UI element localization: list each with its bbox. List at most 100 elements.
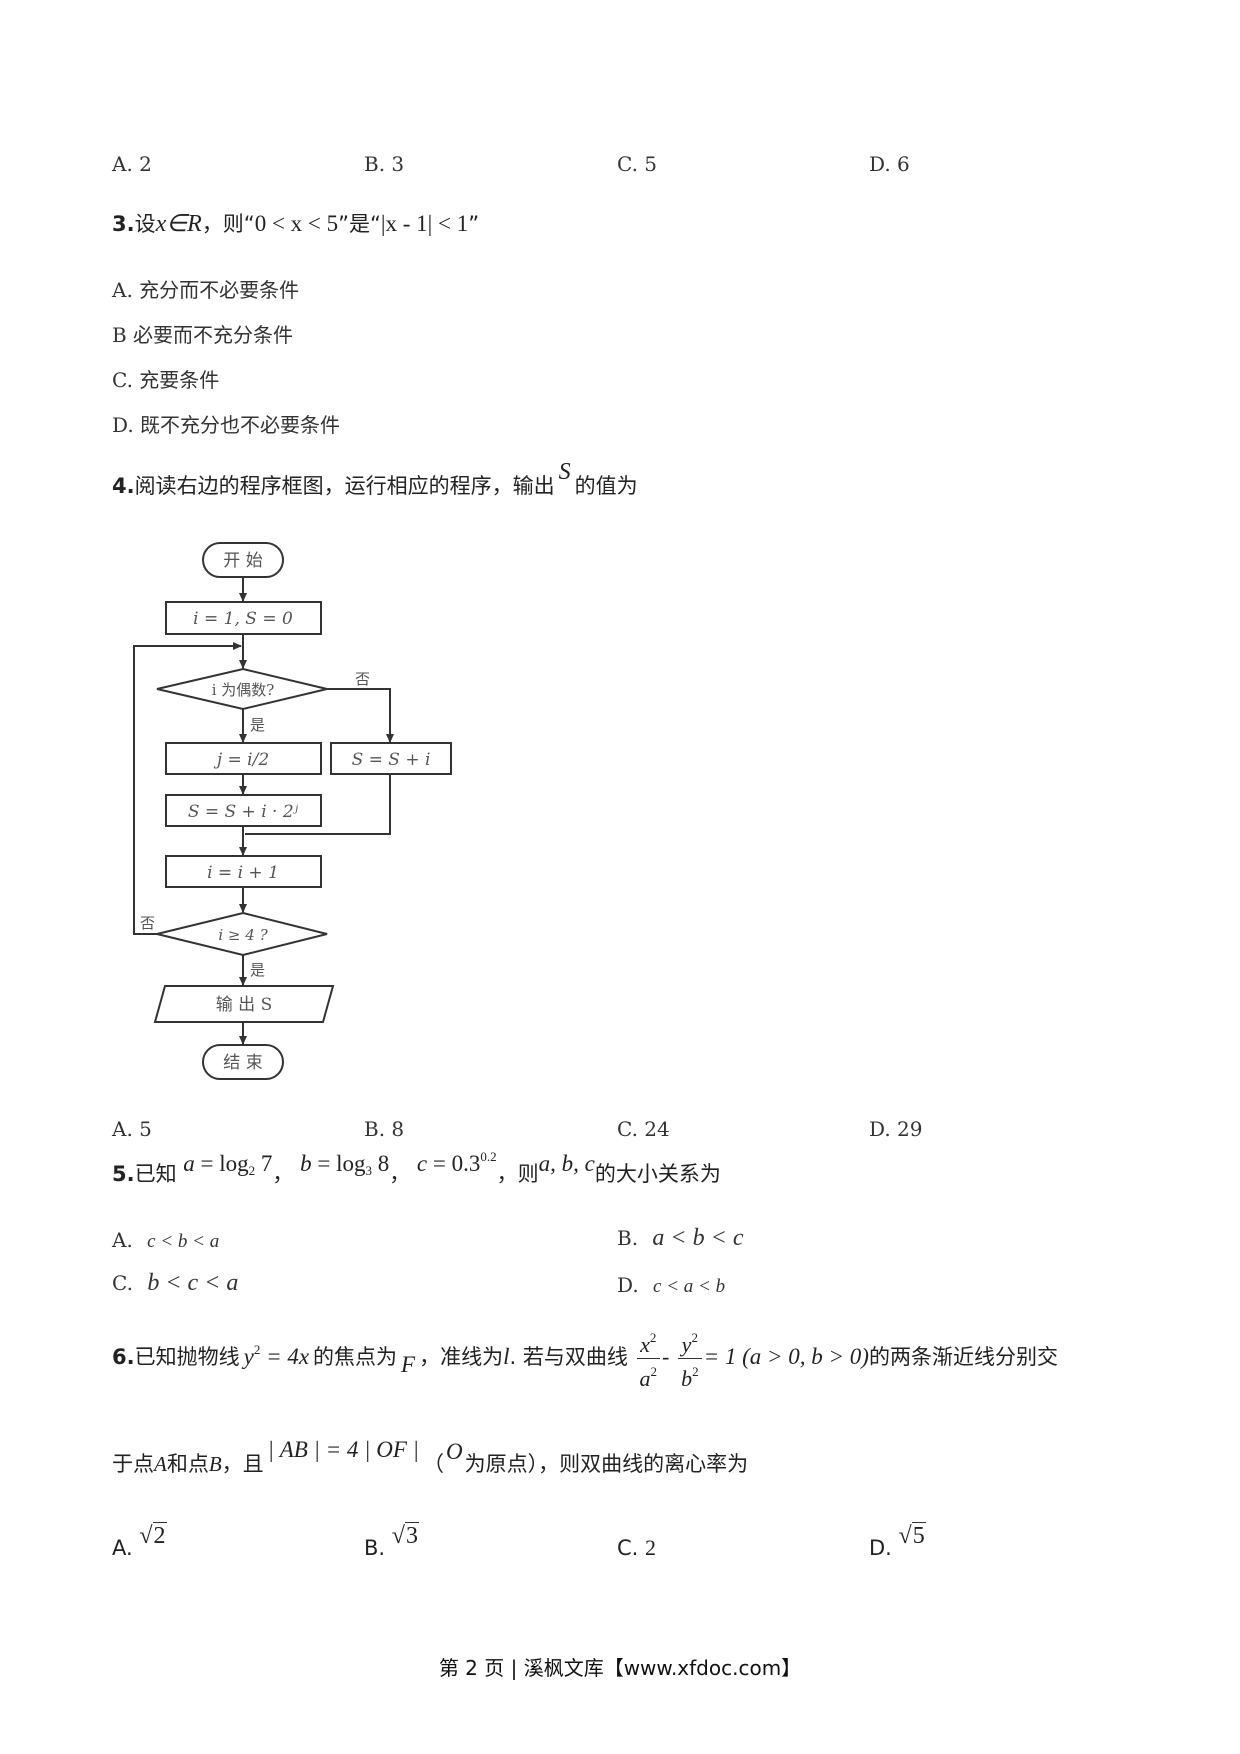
q5-expr-a: a = log2 7 — [183, 1151, 273, 1178]
q6-line2-d: 为原点），则双曲线的离心率为 — [464, 1452, 749, 1476]
q6-minus: - — [662, 1344, 670, 1369]
q5-option-d-label: D. — [617, 1273, 639, 1297]
q5-option-b-expr: a < b < c — [652, 1225, 744, 1251]
flow-s-left-text: S = S + i · 2ʲ — [188, 802, 299, 822]
q6-option-a-sqrt: √2 — [139, 1522, 167, 1549]
q6-option-c-label: C. — [617, 1536, 639, 1560]
q4-text: 阅读右边的程序框图，运行相应的程序，输出 — [134, 474, 555, 498]
q3-text-1: 设 — [134, 212, 156, 236]
q2-option-a: A. 2 — [112, 152, 152, 176]
q6-point-a: A — [154, 1452, 167, 1476]
q6-parabola-exp: 2 — [253, 1342, 261, 1357]
q5-expr-c: c = 0.30.2 — [416, 1149, 497, 1176]
flow-j-text: j = i/2 — [213, 750, 269, 770]
q5-text-1: 已知 — [134, 1162, 177, 1186]
q6-option-d-label: D. — [869, 1536, 892, 1560]
q6-directrix: l — [503, 1344, 510, 1369]
q3-text-2: ，则“ — [201, 212, 255, 236]
q6-option-b-value: 3 — [404, 1522, 419, 1549]
q5-sep-1: ， — [272, 1162, 294, 1186]
q5-option-c-label: C. — [112, 1271, 133, 1295]
q5-option-d: D. c < a < b — [617, 1273, 725, 1298]
q5-sep-2: ， — [389, 1162, 411, 1186]
q3-option-b: B 必要而不充分条件 — [112, 323, 294, 347]
q6-text-2: 的焦点为 — [313, 1345, 398, 1369]
q5-c-var: c — [416, 1151, 428, 1176]
q4-tail: 的值为 — [574, 474, 638, 498]
q6-hyperbola-rhs: = 1 (a > 0, b > 0) — [703, 1344, 869, 1369]
q6-parabola: y2 = 4x — [243, 1342, 310, 1370]
q6-lparen: （ — [422, 1452, 444, 1476]
q5-expr-b: b = log3 8 — [300, 1151, 390, 1178]
q3-option-a: A. 充分而不必要条件 — [112, 278, 300, 302]
q5-a-base: 2 — [248, 1163, 256, 1178]
q5-c-base: 0.3 — [451, 1151, 481, 1176]
flow-s-right-text: S = S + i — [352, 750, 431, 770]
q5-number: 5. — [112, 1162, 135, 1186]
q5-text-3: 的大小关系为 — [594, 1162, 721, 1186]
question-5: 5.已知 a = log2 7， b = log3 8， c = 0.30.2，… — [112, 1149, 721, 1189]
q3-option-d: D. 既不充分也不必要条件 — [112, 413, 341, 437]
q6-frac-x-den-exp: 2 — [650, 1363, 658, 1379]
question-3: 3.设x∈R，则“0 < x < 5”是“|x - 1| < 1” — [112, 208, 479, 238]
q6-option-c: C. 2 — [617, 1535, 656, 1561]
q5-a-arg: 7 — [260, 1151, 273, 1176]
q6-origin: O — [445, 1439, 463, 1464]
q4-option-b: B. 8 — [364, 1117, 405, 1141]
q6-text-1: 已知抛物线 — [134, 1345, 240, 1369]
flow-cond2-text: i ≥ 4 ? — [218, 926, 268, 944]
flow-cond1-text: i 为偶数? — [212, 681, 275, 699]
q3-expr-1: x∈R — [155, 211, 202, 237]
q5-b-arg: 8 — [377, 1151, 390, 1176]
q6-point-b: B — [208, 1452, 222, 1476]
q6-focus: F — [401, 1352, 416, 1377]
q5-text-2: ，则 — [496, 1162, 539, 1186]
flow-increment-text: i = i + 1 — [207, 863, 279, 883]
q6-text-4: . 若与双曲线 — [509, 1345, 628, 1369]
q5-b-var: b — [300, 1151, 312, 1176]
q6-option-d: D. √5 — [869, 1522, 926, 1562]
q6-frac-x-num-exp: 2 — [649, 1329, 657, 1345]
q2-option-b: B. 3 — [364, 152, 405, 176]
q5-b-base: 3 — [365, 1163, 372, 1178]
q3-number: 3. — [112, 212, 135, 236]
q5-a-var: a — [183, 1151, 195, 1176]
q4-number: 4. — [112, 474, 135, 498]
q6-parabola-y: y — [243, 1344, 254, 1369]
q6-frac-y-num: y — [681, 1331, 692, 1357]
q6-frac-y-den: b — [681, 1365, 693, 1391]
q6-parabola-rhs: = 4x — [260, 1344, 310, 1369]
q6-option-b: B. √3 — [364, 1522, 419, 1562]
q4-option-d: D. 29 — [869, 1117, 923, 1141]
q6-text-5: 的两条渐近线分别交 — [868, 1345, 1058, 1369]
q4-option-a: A. 5 — [112, 1117, 152, 1141]
q6-option-d-value: 5 — [911, 1522, 926, 1549]
question-4: 4.阅读右边的程序框图，运行相应的程序，输出S的值为 — [112, 459, 638, 500]
flow-init-text: i = 1, S = 0 — [193, 609, 293, 629]
flow-no2-label: 否 — [140, 914, 155, 932]
q5-option-a: A. c < b < a — [112, 1228, 219, 1253]
q6-frac-y-den-exp: 2 — [692, 1363, 699, 1379]
q3-text-3: ”是“ — [338, 212, 381, 236]
q5-option-d-expr: c < a < b — [653, 1276, 726, 1297]
flow-yes1-label: 是 — [250, 716, 265, 734]
q3-text-4: ” — [468, 212, 480, 236]
flow-end-text: 结 束 — [223, 1053, 262, 1073]
q5-option-c: C. b < c < a — [112, 1270, 238, 1297]
q6-option-d-sqrt: √5 — [898, 1522, 926, 1549]
page-footer: 第 2 页 | 溪枫文库【www.xfdoc.com】 — [438, 1656, 802, 1680]
q5-option-c-expr: b < c < a — [147, 1270, 239, 1296]
flow-end-terminal — [202, 1044, 284, 1080]
q5-option-b: B. a < b < c — [617, 1225, 743, 1252]
q3-expr-3: |x - 1| < 1 — [380, 211, 469, 236]
question-6-line-2: 于点A和点B，且| AB | = 4 | OF |（O为原点），则双曲线的离心率… — [112, 1437, 749, 1478]
q5-option-b-label: B. — [617, 1226, 639, 1250]
q3-option-c: C. 充要条件 — [112, 368, 220, 392]
q6-ab-expr: | AB | = 4 | OF | — [267, 1437, 419, 1462]
q6-line2-c: ，且 — [221, 1452, 264, 1476]
q6-frac-x-num: x — [640, 1331, 650, 1357]
